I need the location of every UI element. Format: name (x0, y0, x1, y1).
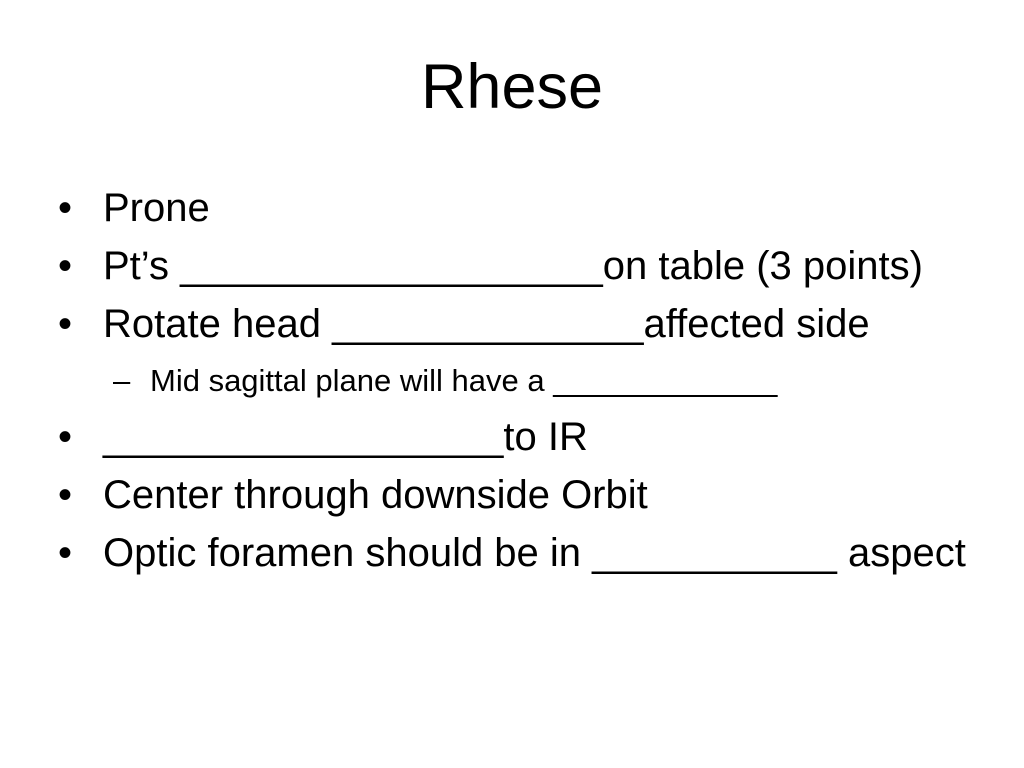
dash-marker: – (113, 363, 131, 398)
bullet-item: • Optic foramen should be in ___________… (58, 524, 996, 582)
bullet-text: Prone (103, 186, 210, 230)
bullet-list: • Prone • Pt’s ___________________on tab… (58, 179, 996, 582)
bullet-text: Optic foramen should be in ___________ a… (103, 531, 966, 575)
bullet-subitem: – Mid sagittal plane will have a _______… (58, 353, 996, 408)
bullet-marker: • (58, 415, 73, 459)
bullet-text: Pt’s ___________________on table (3 poin… (103, 244, 923, 288)
bullet-text: __________________to IR (103, 415, 588, 459)
bullet-text: Center through downside Orbit (103, 473, 648, 517)
bullet-text: Rotate head ______________affected side (103, 302, 870, 346)
bullet-item: • Rotate head ______________affected sid… (58, 295, 996, 353)
slide-title: Rhese (420, 52, 604, 122)
bullet-marker: • (58, 244, 73, 288)
bullet-text: Mid sagittal plane will have a _________… (150, 363, 778, 398)
bullet-marker: • (58, 531, 73, 575)
bullet-marker: • (58, 473, 73, 517)
bullet-item: • __________________to IR (58, 408, 996, 466)
bullet-item: • Pt’s ___________________on table (3 po… (58, 237, 996, 295)
bullet-item: • Center through downside Orbit (58, 466, 996, 524)
bullet-marker: • (58, 302, 73, 346)
bullet-marker: • (58, 186, 73, 230)
bullet-item: • Prone (58, 179, 996, 237)
